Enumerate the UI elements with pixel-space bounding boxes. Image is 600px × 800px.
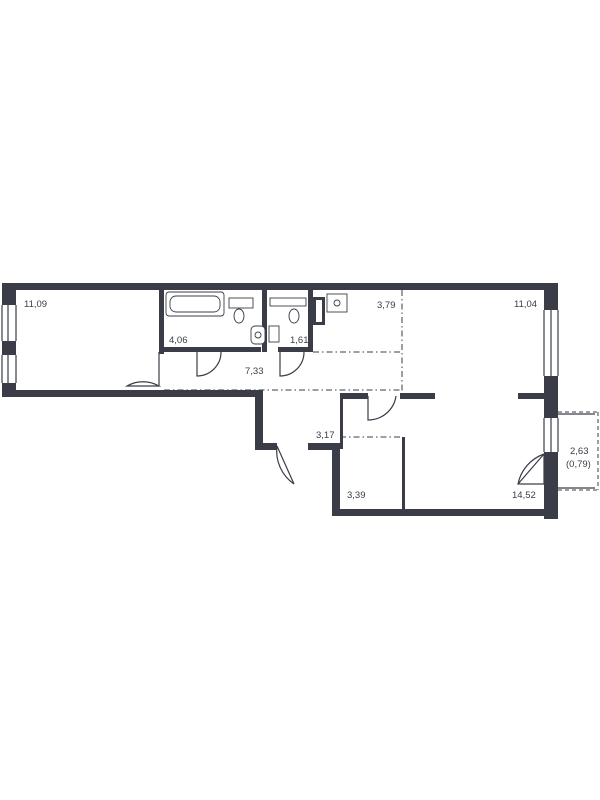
area-labels: 11,09 4,06 1,61 3,79 11,04 7,33 3,17 3,3… [24,299,591,501]
wall-storage-left [332,447,340,516]
area-balcony: 2,63 [570,446,589,457]
stove-burner [333,299,341,307]
wall-bath-bottom [159,347,261,352]
outer-walls [2,283,558,519]
area-room-right-bottom: 14,52 [512,490,536,501]
area-wc: 1,61 [290,335,309,346]
door-bathroom [196,351,222,377]
wall-bottom-right [332,509,558,516]
interior-walls [159,290,548,512]
area-balcony-reduced: (0,79) [566,459,591,470]
wall-room-bottom-top-a [400,393,435,399]
area-corridor: 3,17 [316,430,335,441]
wall-storage-room [402,437,405,512]
wall-bath-wc [262,290,267,352]
area-hall: 7,33 [245,366,264,377]
window-balcony [543,418,559,452]
fixtures [165,291,348,345]
area-kitchen: 3,79 [377,300,396,311]
bathtub-inner [169,295,221,313]
wall-storage-inner [340,393,343,449]
balcony-outline [558,411,600,491]
area-room-left: 11,09 [24,299,47,310]
door-wc [279,351,305,377]
wall-top [2,283,558,290]
wc-sink-icon [268,325,280,343]
wall-corridor-bottom-left [255,443,277,450]
area-room-right-top: 11,04 [514,299,537,310]
wall-room-left-right [159,290,164,354]
door-room-left [124,352,162,387]
door-room-bottom [367,395,397,421]
wall-wc-bottom [278,347,313,352]
area-bathroom: 4,06 [169,335,188,346]
wc-toilet-icon [288,308,300,324]
door-balcony [517,453,545,485]
wall-wc-kitchen [308,290,313,352]
wall-corridor-bottom-right [308,443,340,450]
wall-storage-top [340,393,368,399]
area-storage: 3,39 [347,490,366,501]
sink-drain [254,331,262,339]
doors [124,351,545,485]
washer-icon [228,297,254,309]
wall-room-bottom-top-b [518,393,548,399]
window-left [1,305,17,383]
wall-bottom-left [2,390,262,397]
wc-tank [269,297,307,307]
zone-lines [164,290,403,438]
door-entrance [276,445,295,485]
toilet-icon [233,308,245,324]
window-right [543,310,559,376]
wall-corridor-left [255,390,263,450]
